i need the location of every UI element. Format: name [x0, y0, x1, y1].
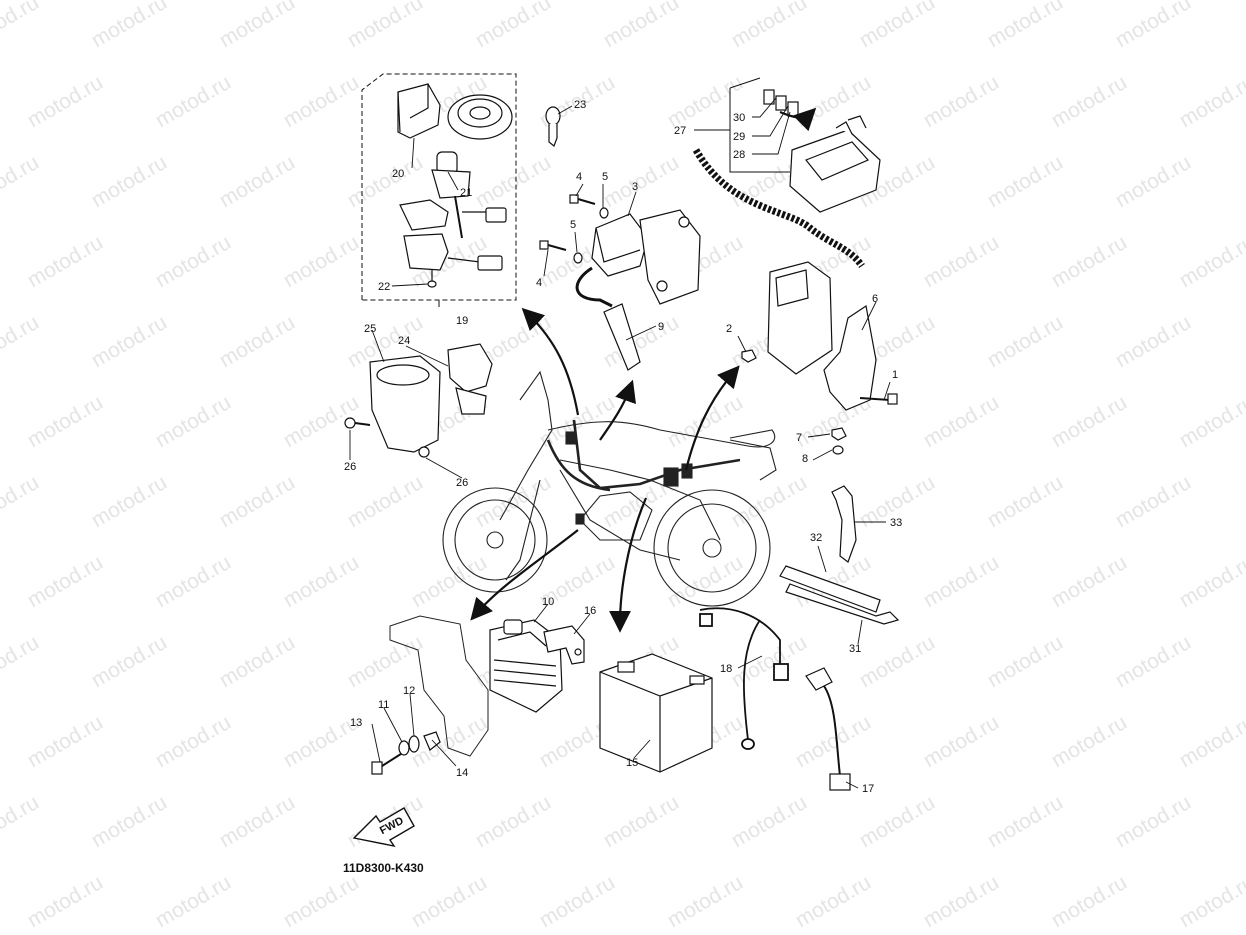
key-part	[545, 106, 561, 147]
callout-number: 26	[456, 477, 468, 489]
arrow-to-regulator	[470, 529, 579, 621]
diagram-reference-code: 11D8300-K430	[343, 861, 424, 875]
battery-lead-part-18	[699, 607, 789, 750]
callout-numbers: 1234455678910111213141516171819202122232…	[344, 99, 902, 795]
callout-number: 19	[456, 315, 468, 327]
arrow-to-battery	[609, 497, 648, 633]
explosion-arrows	[470, 107, 817, 633]
ignition-coil-part	[575, 209, 701, 308]
washer-part-12	[408, 735, 420, 753]
callout-number: 6	[872, 293, 878, 305]
collar-part-14	[423, 731, 441, 751]
screw-part-26-left	[344, 417, 371, 429]
frame-panel	[389, 615, 489, 757]
fwd-arrow-icon: FWD	[352, 807, 415, 848]
callout-number: 5	[602, 171, 608, 183]
callout-number: 31	[849, 643, 861, 655]
callout-number: 7	[796, 432, 802, 444]
callout-number: 22	[378, 281, 390, 293]
bracket-part-16	[543, 625, 585, 665]
callout-number: 27	[674, 125, 686, 137]
washer-part-5-lower	[573, 252, 583, 264]
callout-number: 1	[892, 369, 898, 381]
callout-number: 10	[542, 596, 554, 608]
callout-number: 14	[456, 767, 468, 779]
ignition-group-boundary	[361, 73, 517, 307]
callout-number: 25	[364, 323, 376, 335]
bolt-part-1	[859, 393, 898, 405]
callout-number: 30	[733, 112, 745, 124]
cable-holder-part-33	[831, 485, 857, 563]
ignition-switch-part	[399, 151, 507, 271]
arrow-to-ecu	[684, 365, 740, 471]
washer-part-8	[832, 445, 844, 455]
ecu-bracket-part-6	[823, 304, 877, 411]
callout-number: 13	[350, 717, 362, 729]
bolt-part-4-upper	[569, 194, 596, 205]
callout-number: 4	[536, 277, 542, 289]
washer-part-5-upper	[599, 207, 609, 219]
arrow-to-coil	[599, 379, 636, 441]
cable-tie-part-32	[779, 565, 881, 613]
callout-number: 4	[576, 171, 582, 183]
callout-number: 15	[626, 757, 638, 769]
callout-number: 33	[890, 517, 902, 529]
fuel-cap-lock-part	[447, 94, 513, 140]
ecu-unit-part	[767, 261, 833, 375]
callout-number: 20	[392, 168, 404, 180]
callout-number: 3	[632, 181, 638, 193]
callout-number: 21	[460, 187, 472, 199]
callout-number: 9	[658, 321, 664, 333]
callout-leaders	[349, 97, 891, 789]
nut-part-2	[741, 349, 757, 363]
callout-number: 24	[398, 335, 410, 347]
lead-part-17	[805, 667, 851, 791]
handlebar-cover-part-25	[369, 355, 441, 453]
callout-number: 5	[570, 219, 576, 231]
callout-number: 2	[726, 323, 732, 335]
screw-part-26-lower	[418, 446, 430, 458]
nut-part-7	[831, 427, 847, 441]
screw-part-22	[427, 270, 437, 288]
callout-number: 11	[378, 699, 389, 711]
callout-number: 18	[720, 663, 732, 675]
immobilizer-unit-part	[397, 83, 441, 139]
callout-number: 17	[862, 783, 874, 795]
rectifier-regulator-part-10	[489, 619, 563, 713]
callout-number: 29	[733, 131, 745, 143]
cable-tie-part-31	[785, 583, 900, 625]
battery-part-15	[599, 653, 713, 773]
motorcycle-outline	[442, 370, 777, 607]
fuse-group-bracket	[729, 77, 790, 173]
fuse-box-part	[692, 115, 881, 269]
spark-plug-cap-part	[603, 303, 641, 371]
callout-number: 28	[733, 149, 745, 161]
callout-number: 23	[574, 99, 586, 111]
callout-number: 16	[584, 605, 596, 617]
bolt-part-4-lower	[539, 240, 567, 251]
switch-part-24	[447, 343, 493, 415]
washer-part-11	[398, 740, 410, 756]
callout-number: 32	[810, 532, 822, 544]
callout-number: 8	[802, 453, 808, 465]
callout-number: 12	[403, 685, 415, 697]
callout-number: 26	[344, 461, 356, 473]
arrow-to-ignition-group	[521, 307, 580, 416]
bolt-part-13	[371, 751, 405, 775]
